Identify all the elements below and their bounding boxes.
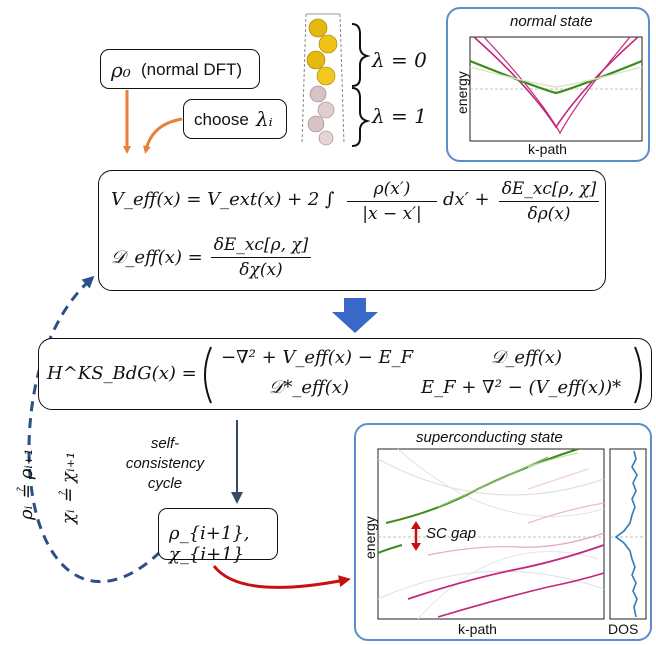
normal-state-title: normal state [510, 13, 593, 30]
sc-green-lower [377, 544, 403, 554]
matrix-m11: −∇² + V_eff(x) − E_F [221, 347, 414, 368]
matrix-m22: E_F + ∇² − (V_eff(x))* [421, 377, 622, 398]
veff-equation: V_eff(x) = V_ext(x) + 2 ∫ [111, 189, 334, 210]
normal-magenta-band-2 [483, 36, 631, 135]
matrix-paren-right [634, 346, 642, 404]
condition-chi: χᵢ ≟ χᵢ₊₁ [58, 451, 79, 524]
veff-mid: dx′ + [443, 189, 490, 210]
red-arrow [212, 565, 351, 589]
choose-label: choose [194, 110, 249, 129]
self-consistency-label: self- consistency cycle [120, 434, 210, 494]
normal-light-band [469, 66, 643, 88]
lambda-braces [351, 23, 371, 147]
superconducting-state-panel: superconducting state energy k-path DOS … [354, 423, 652, 641]
deff-frac-num: δE_xc[ρ, χ] [211, 235, 311, 258]
dashed-return-arrow [27, 275, 162, 584]
normal-state-panel: normal state energy k-path [446, 7, 650, 162]
rho0-symbol: ρ₀ [111, 58, 131, 82]
normal-xlabel: k-path [528, 141, 567, 157]
dos-curve [614, 450, 638, 618]
normal-green-band [469, 59, 643, 95]
sc-magenta-band-1 [427, 532, 605, 556]
lambda-zero-label: λ = 0 [372, 48, 427, 72]
lambda-one-label: λ = 1 [372, 104, 427, 128]
rho0-box: ρ₀ (normal DFT) [100, 49, 260, 89]
next-iteration-label: ρ_{i+1}, χ_{i+1} [169, 523, 250, 565]
veff-fraction-2: δE_xc[ρ, χ] δρ(x) [499, 179, 599, 224]
sc-panel-title: superconducting state [416, 429, 563, 446]
condition-rho: ρᵢ ≟ ρᵢ₊₁ [16, 448, 37, 520]
matrix-m12: 𝒟_eff(x) [491, 347, 562, 368]
sc-magenta-band-3 [437, 572, 605, 618]
sc-band-plot [377, 448, 605, 620]
choose-lambda-box: choose λᵢ [183, 99, 287, 139]
sc-green-band-2 [437, 456, 549, 508]
normal-band-plot [469, 36, 643, 142]
dos-plot [609, 448, 647, 620]
hamiltonian-lhs: H^KS_BdG(x) = [47, 363, 197, 384]
veff-frac-num: ρ(x′) [347, 179, 437, 202]
veff-frac2-num: δE_xc[ρ, χ] [499, 179, 599, 202]
deff-fraction: δE_xc[ρ, χ] δχ(x) [211, 235, 311, 280]
sc-ylabel: energy [362, 516, 378, 559]
veff-lhs: V_eff(x) = V_ext(x) + 2 ∫ [111, 189, 335, 210]
normal-ylabel: energy [454, 71, 470, 114]
normal-magenta-band-1 [473, 36, 639, 129]
cycle-label-line3: cycle [147, 475, 183, 492]
gold-atoms [306, 18, 338, 86]
sc-gap-label: SC gap [426, 525, 477, 542]
blue-down-arrow [332, 298, 378, 333]
bdg-hamiltonian-box: H^KS_BdG(x) = −∇² + V_eff(x) − E_F 𝒟_eff… [38, 338, 652, 410]
atom-slab [301, 13, 345, 146]
pink-atoms [307, 85, 335, 146]
veff-frac2-den: δρ(x) [527, 204, 571, 224]
sc-xlabel: k-path [458, 621, 497, 637]
veff-fraction: ρ(x′) |x − x′| [347, 179, 437, 224]
cycle-label-line1: self- [150, 435, 180, 452]
deff-lhs: 𝒟_eff(x) = [111, 247, 203, 268]
rho0-note: (normal DFT) [141, 60, 243, 79]
dos-label: DOS [608, 621, 639, 637]
matrix-m21: 𝒟*_eff(x) [269, 377, 349, 398]
potential-equation-box: V_eff(x) = V_ext(x) + 2 ∫ ρ(x′) |x − x′|… [98, 170, 606, 291]
deff-frac-den: δχ(x) [239, 260, 283, 280]
next-iteration-box: ρ_{i+1}, χ_{i+1} [158, 508, 278, 565]
orange-arrow-curve [143, 117, 183, 154]
veff-frac-den: |x − x′| [362, 204, 422, 224]
cycle-label-line2: consistency [125, 455, 205, 472]
sc-magenta-band-2 [407, 544, 605, 600]
matrix-paren-left [204, 346, 212, 404]
lambda-i-symbol: λᵢ [256, 107, 273, 131]
